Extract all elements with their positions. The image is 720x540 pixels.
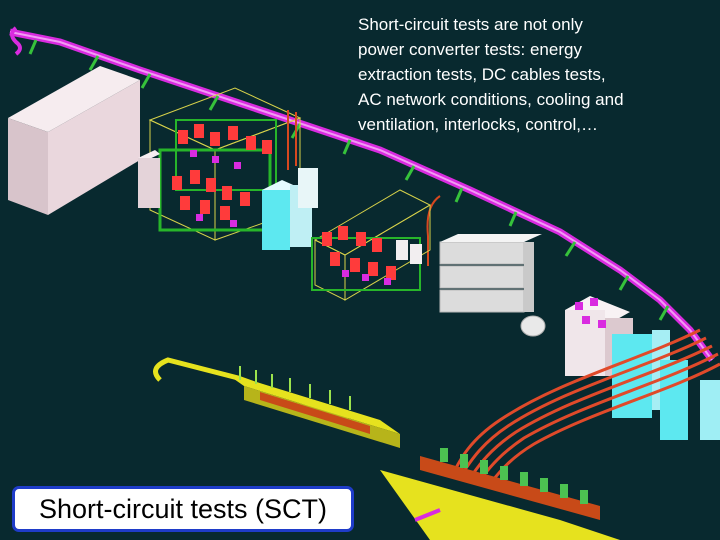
description-line: Short-circuit tests are not only xyxy=(358,15,583,34)
description-line: ventilation, interlocks, control,… xyxy=(358,115,598,134)
building-right xyxy=(565,296,720,440)
description-text: Short-circuit tests are not only power c… xyxy=(358,12,700,137)
slide-title: Short-circuit tests (SCT) xyxy=(12,486,354,532)
pink-building-left xyxy=(8,66,140,215)
magnet-string xyxy=(153,357,620,540)
power-converter-racks-right xyxy=(311,189,432,301)
description-line: extraction tests, DC cables tests, xyxy=(358,65,606,84)
cable-bundle xyxy=(453,328,720,488)
description-line: power converter tests: energy xyxy=(358,40,582,59)
cable-trays-vertical xyxy=(287,110,441,266)
cabinets-left xyxy=(138,150,318,250)
description-line: AC network conditions, cooling and xyxy=(358,90,624,109)
storage-units xyxy=(439,234,546,337)
